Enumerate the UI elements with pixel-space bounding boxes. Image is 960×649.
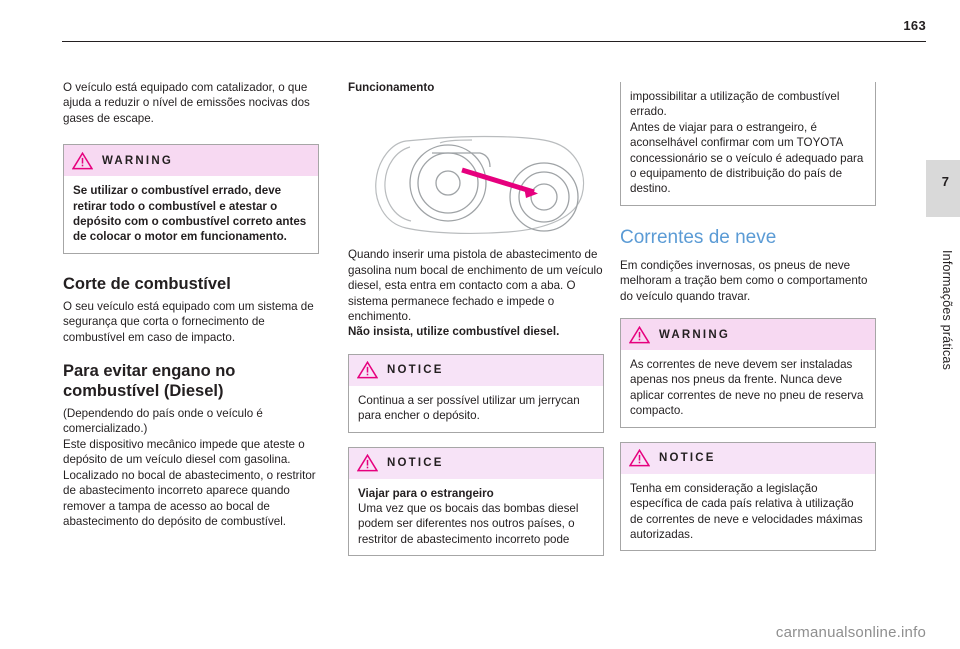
notice-continuation-text: impossibilitar a utilização de combustív… <box>630 90 864 196</box>
funcionamento-bold: Não insista, utilize combustível diesel. <box>348 325 560 339</box>
notice-box-estrangeiro: NOTICE Viajar para o estrangeiro Uma vez… <box>348 446 604 557</box>
warning-triangle-icon <box>72 151 93 170</box>
column-2: Funcionamento <box>348 80 604 557</box>
heading-funcionamento: Funcionamento <box>348 81 435 94</box>
chapter-tab <box>926 160 960 217</box>
column-3: impossibilitar a utilização de combustív… <box>620 80 876 552</box>
warning-triangle-icon <box>629 325 650 343</box>
notice-box-title: NOTICE <box>387 364 444 377</box>
corte-paragraph: O seu veículo está equipado com um siste… <box>63 299 314 344</box>
warning-box-text: Se utilizar o combustível errado, deve r… <box>73 184 307 244</box>
warning-box-text: As correntes de neve devem ser instalada… <box>630 358 864 418</box>
notice-box-legislacao: NOTICE Tenha em consideração a legislaçã… <box>620 441 876 552</box>
engano-paragraph-1: (Dependendo do país onde o veículo é com… <box>63 407 263 436</box>
notice-box-title: NOTICE <box>387 457 444 470</box>
notice-box-header: NOTICE <box>349 447 603 479</box>
engano-paragraph-2: Este dispositivo mecânico impede que ate… <box>63 437 316 528</box>
page-number: 163 <box>903 18 926 33</box>
warning-box-title: WARNING <box>659 328 730 341</box>
warning-box-fuel: WARNING Se utilizar o combustível errado… <box>63 144 319 254</box>
chapter-side-label: Informações práticas <box>940 250 954 371</box>
chapter-tab-number: 7 <box>941 174 949 189</box>
intro-paragraph: O veículo está equipado com catalizador,… <box>63 81 310 125</box>
warning-box-header: WARNING <box>621 319 875 351</box>
notice-box-text: Uma vez que os bocais das bombas diesel … <box>358 502 579 546</box>
correntes-paragraph: Em condições invernosas, os pneus de nev… <box>620 258 868 303</box>
funcionamento-paragraph: Quando inserir uma pistola de abastecime… <box>348 248 603 324</box>
magenta-arrow <box>461 168 535 195</box>
notice-box-title: NOTICE <box>659 452 716 465</box>
notice-triangle-icon <box>357 454 378 472</box>
warning-box-title: WARNING <box>102 154 173 167</box>
heading-evitar-engano: Para evitar engano no combustível (Diese… <box>63 362 236 401</box>
notice-box-subtitle: Viajar para o estrangeiro <box>358 486 494 500</box>
notice-triangle-icon <box>357 361 378 379</box>
notice-box-header: NOTICE <box>621 442 875 474</box>
heading-corte-de-combustivel: Corte de combustível <box>63 274 231 293</box>
notice-box-text: Tenha em consideração a legislação espec… <box>630 481 863 541</box>
notice-box-jerrycan: NOTICE Continua a ser possível utilizar … <box>348 353 604 433</box>
notice-box-continuation: impossibilitar a utilização de combustív… <box>620 82 876 206</box>
heading-correntes-de-neve: Correntes de neve <box>620 226 777 248</box>
notice-triangle-icon <box>629 449 650 467</box>
notice-box-header: NOTICE <box>349 354 603 386</box>
warning-box-correntes: WARNING As correntes de neve devem ser i… <box>620 318 876 428</box>
column-1: O veículo está equipado com catalizador,… <box>63 80 319 529</box>
notice-box-text: Continua a ser possível utilizar um jerr… <box>358 393 580 423</box>
fuel-filler-nozzle-illustration <box>348 97 604 247</box>
notice-box-body: Viajar para o estrangeiro Uma vez que os… <box>349 479 603 556</box>
warning-box-header: WARNING <box>64 145 318 177</box>
footer-watermark: carmanualsonline.info <box>775 624 926 641</box>
header-rule <box>62 41 926 42</box>
